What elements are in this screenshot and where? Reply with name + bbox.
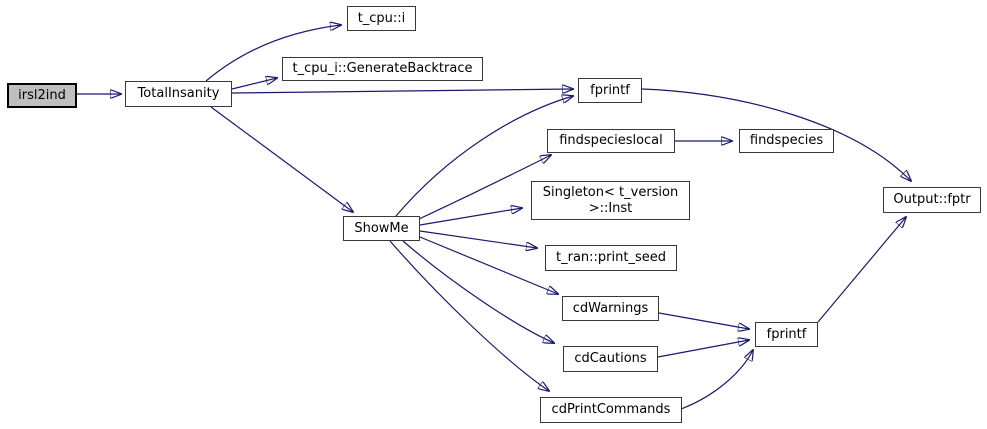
node-irsl2ind: irsl2ind [7, 83, 77, 108]
edge-fprintf2-outputfptr [817, 217, 906, 323]
edge-fprintf-outputfptr [641, 88, 911, 181]
node-cdwarnings[interactable]: cdWarnings [562, 296, 659, 321]
edge-showme-fprintf [395, 96, 573, 217]
edge-showme-cdprintcommands [389, 240, 549, 391]
edge-showme-printseed [419, 230, 537, 248]
node-generate-backtrace[interactable]: t_cpu_i::GenerateBacktrace [282, 57, 483, 81]
edge-cdwarnings-fprintf2 [658, 312, 749, 329]
node-print-seed[interactable]: t_ran::print_seed [545, 245, 677, 271]
node-fprintf-bottom[interactable]: fprintf [755, 322, 818, 347]
node-fprintf-top[interactable]: fprintf [578, 78, 642, 103]
edge-totalinsanity-tcpui [205, 25, 341, 82]
edge-showme-cdwarnings [419, 236, 558, 294]
node-singleton-inst[interactable]: Singleton< t_version >::Inst [531, 181, 690, 220]
node-cdprintcommands[interactable]: cdPrintCommands [540, 397, 682, 423]
node-findspecies[interactable]: findspecies [739, 129, 834, 153]
edge-showme-singleton [419, 208, 522, 226]
edge-cdprintcommands-fprintf2 [680, 350, 753, 410]
node-cdcautions[interactable]: cdCautions [563, 346, 658, 372]
edge-totalinsanity-backtrace [231, 78, 277, 90]
node-output-fptr[interactable]: Output::fptr [883, 187, 981, 213]
node-showme[interactable]: ShowMe [343, 216, 420, 241]
edge-showme-cdcautions [402, 240, 554, 343]
node-totalinsanity[interactable]: TotalInsanity [125, 81, 232, 107]
edge-showme-findspecieslocal [418, 155, 551, 220]
node-t-cpu-i[interactable]: t_cpu::i [347, 6, 416, 31]
node-findspecieslocal[interactable]: findspecieslocal [547, 129, 675, 153]
edge-totalinsanity-showme [210, 106, 353, 212]
edge-cdcautions-fprintf2 [657, 340, 749, 358]
edge-totalinsanity-fprintf [231, 89, 573, 93]
